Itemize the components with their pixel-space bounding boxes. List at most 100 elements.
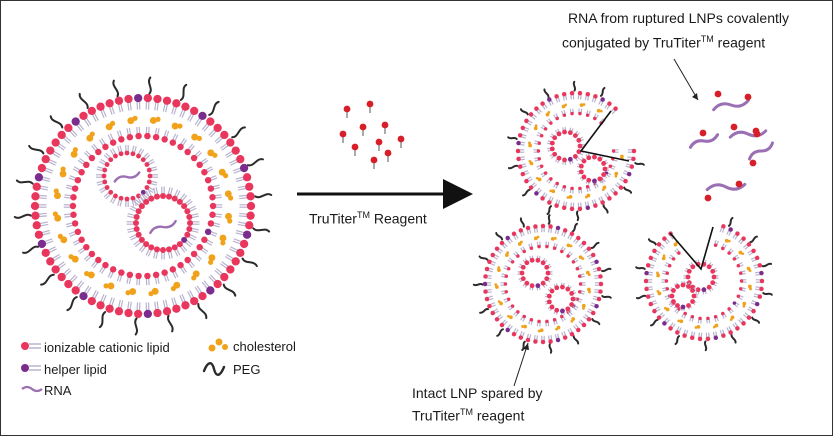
ionizable-lipid [520,276,526,282]
peg [521,340,526,351]
peg [252,227,271,233]
ionizable-lipid [524,178,529,184]
cholesterol [495,285,499,289]
conjugated-rna [728,123,768,139]
peg [22,245,40,254]
ionizable-lipid [95,148,102,156]
ionizable-lipid [682,333,687,338]
ionizable-lipid [656,315,662,320]
ionizable-lipid [113,193,118,199]
peg [78,92,89,109]
ionizable-lipid [209,202,217,210]
helper-lipid [37,239,47,249]
ionizable-lipid [522,314,526,319]
cholesterol [661,256,666,261]
ionizable-lipid [547,200,552,205]
ionizable-lipid [535,257,541,263]
ionizable-lipid [561,205,567,211]
helper-lipid [728,227,733,232]
ionizable-lipid [105,304,114,313]
cholesterol [748,284,752,289]
ionizable-lipid [571,260,576,264]
intact-caption-line1: Intact LNP spared by [412,385,543,401]
caption-pointers [513,58,699,387]
ionizable-lipid [236,248,245,257]
ionizable-lipid [520,171,526,177]
ionizable-lipid [46,146,55,155]
ionizable-lipid [71,220,79,227]
ionizable-lipid [239,239,249,249]
ionizable-lipid [41,155,50,164]
ionizable-lipid [554,94,559,99]
ionizable-lipid [690,288,695,293]
ionizable-lipid [236,155,245,164]
ionizable-lipid [503,282,508,286]
cholesterol [107,282,115,290]
ionizable-lipid [562,184,567,189]
rna [705,182,747,192]
ionizable-lipid [554,203,559,208]
reagent-molecule [753,130,761,138]
ionizable-lipid [540,196,545,201]
ionizable-lipid [520,125,526,131]
ionizable-lipid [536,149,541,153]
ionizable-lipid [78,169,85,176]
helper-lipid [535,283,541,289]
rna [149,219,177,235]
ionizable-lipid [70,211,77,218]
ionizable-lipid [739,279,744,283]
peg [254,193,273,199]
peg [519,217,525,228]
ionizable-lipid [70,194,77,201]
ionizable-lipid [37,163,47,173]
ionizable-lipid [130,195,136,201]
ionizable-lipid [528,112,534,117]
rna [748,141,774,161]
ionizable-lipid [196,243,203,251]
ionizable-lipid [577,90,583,96]
ionizable-lipid [160,247,166,253]
ionizable-lipid [517,133,523,138]
ionizable-lipid [543,171,548,175]
cholesterol [579,103,584,107]
ionizable-lipid [181,203,188,210]
ionizable-lipid [31,211,40,220]
cholesterol [225,212,232,220]
ionizable-lipid [741,321,746,326]
ionizable-lipid [153,246,160,253]
ionizable-lipid [540,280,546,286]
ionizable-lipid [576,327,581,333]
legend-rna-symbol [21,385,43,393]
ionizable-lipid [576,149,582,155]
ionizable-lipid [209,211,216,218]
ionizable-lipid [516,156,521,162]
rna [712,98,750,112]
ionizable-lipid [656,242,662,247]
ruptured-caption-line2: conjugated by TruTiterTM reagent [562,34,766,51]
helper-lipid [547,97,552,102]
peg [519,108,529,116]
cholesterol [191,133,199,141]
ionizable-lipid [543,127,548,131]
peg [495,232,504,241]
helper-lipid [206,286,215,295]
ionizable-lipid [171,195,178,202]
ionizable-lipid [549,304,555,310]
ionizable-lipid [721,246,725,251]
intact-caption-line2: TruTiterTM reagent [412,407,525,424]
helper-lipid [534,191,539,196]
helper-lipid [239,163,249,173]
ionizable-lipid [136,153,141,159]
ionizable-lipid [166,246,173,253]
ionizable-lipid [231,146,240,155]
cholesterol [54,192,61,200]
ionizable-lipid [549,121,553,125]
ionizable-lipid [577,143,583,149]
ionizable-lipid [69,202,77,210]
ionizable-lipid [570,186,574,191]
ionizable-lipid [483,274,488,279]
ionizable-lipid [102,261,109,269]
ionizable-lipid [242,173,252,182]
ionizable-lipid [537,157,542,161]
ionizable-lipid [652,248,657,254]
